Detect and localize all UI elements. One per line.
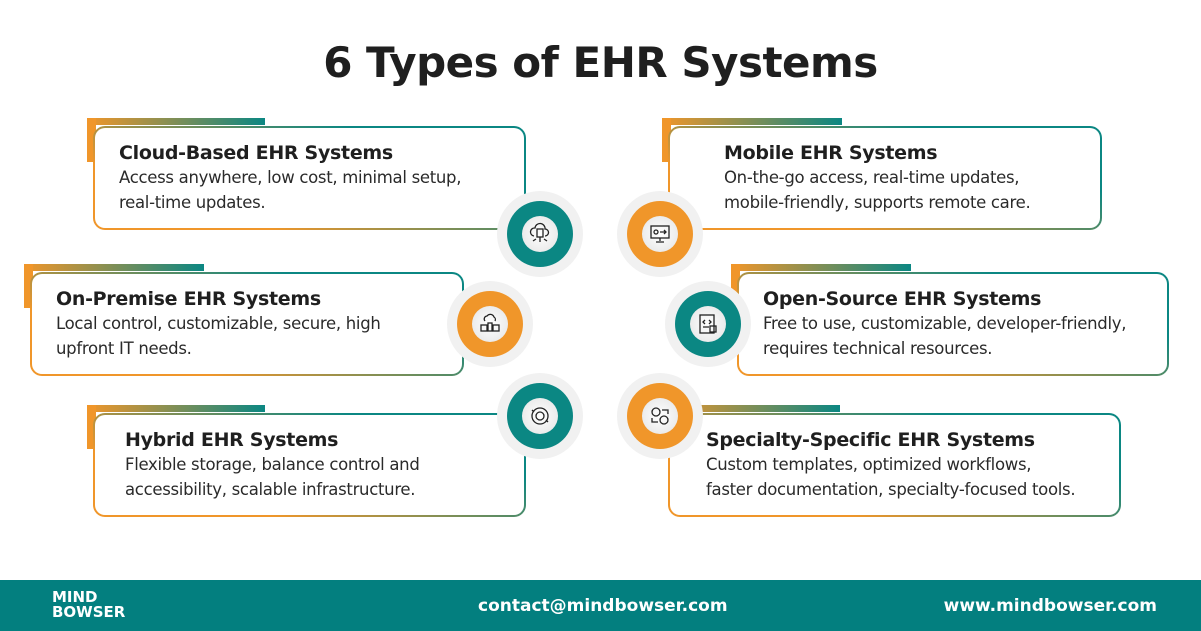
card-tab-accent <box>662 118 842 125</box>
card-desc-line: accessibility, scalable infrastructure. <box>125 480 416 499</box>
icon-badge-hybrid <box>497 373 583 459</box>
card-mobile: Mobile EHR Systems On-the-go access, rea… <box>668 126 1102 230</box>
card-desc-line: Free to use, customizable, developer-fri… <box>763 314 1127 333</box>
icon-badge-specialty <box>617 373 703 459</box>
icon-badge-mobile <box>617 191 703 277</box>
card-desc-line: Local control, customizable, secure, hig… <box>56 314 381 333</box>
card-desc-line: Flexible storage, balance control and <box>125 455 420 474</box>
card-specialty-specific: Specialty-Specific EHR Systems Custom te… <box>668 413 1121 517</box>
hybrid-sync-icon <box>522 398 558 434</box>
card-title: Mobile EHR Systems <box>724 142 938 164</box>
website-link[interactable]: www.mindbowser.com <box>943 596 1157 616</box>
card-side-accent <box>87 118 96 162</box>
card-desc-line: faster documentation, specialty-focused … <box>706 480 1076 499</box>
card-desc-line: mobile-friendly, supports remote care. <box>724 193 1031 212</box>
card-hybrid: Hybrid EHR Systems Flexible storage, bal… <box>93 413 526 517</box>
gears-workflow-icon <box>642 398 678 434</box>
contact-email[interactable]: contact@mindbowser.com <box>478 596 728 616</box>
card-title: On-Premise EHR Systems <box>56 288 321 310</box>
card-tab-accent <box>731 264 911 271</box>
page-title: 6 Types of EHR Systems <box>323 38 878 87</box>
card-title: Open-Source EHR Systems <box>763 288 1042 310</box>
card-tab-accent <box>87 118 265 125</box>
card-side-accent <box>662 118 671 162</box>
card-side-accent <box>731 264 740 308</box>
card-cloud-based: Cloud-Based EHR Systems Access anywhere,… <box>93 126 526 230</box>
card-tab-accent <box>87 405 265 412</box>
card-side-accent <box>87 405 96 449</box>
icon-badge-on-premise <box>447 281 533 367</box>
card-desc-line: On-the-go access, real-time updates, <box>724 168 1020 187</box>
card-desc-line: Access anywhere, low cost, minimal setup… <box>119 168 462 187</box>
local-server-icon <box>472 306 508 342</box>
card-side-accent <box>24 264 33 308</box>
card-tab-accent <box>662 405 840 412</box>
card-tab-accent <box>24 264 204 271</box>
icon-badge-cloud <box>497 191 583 277</box>
card-desc-line: upfront IT needs. <box>56 339 192 358</box>
card-on-premise: On-Premise EHR Systems Local control, cu… <box>30 272 464 376</box>
card-open-source: Open-Source EHR Systems Free to use, cus… <box>737 272 1169 376</box>
card-desc-line: Custom templates, optimized workflows, <box>706 455 1032 474</box>
cloud-server-icon <box>522 216 558 252</box>
icon-badge-open-source <box>665 281 751 367</box>
card-title: Specialty-Specific EHR Systems <box>706 429 1035 451</box>
monitor-settings-icon <box>642 216 678 252</box>
card-desc-line: real-time updates. <box>119 193 266 212</box>
card-title: Hybrid EHR Systems <box>125 429 339 451</box>
card-desc-line: requires technical resources. <box>763 339 993 358</box>
code-document-icon <box>690 306 726 342</box>
card-title: Cloud-Based EHR Systems <box>119 142 393 164</box>
